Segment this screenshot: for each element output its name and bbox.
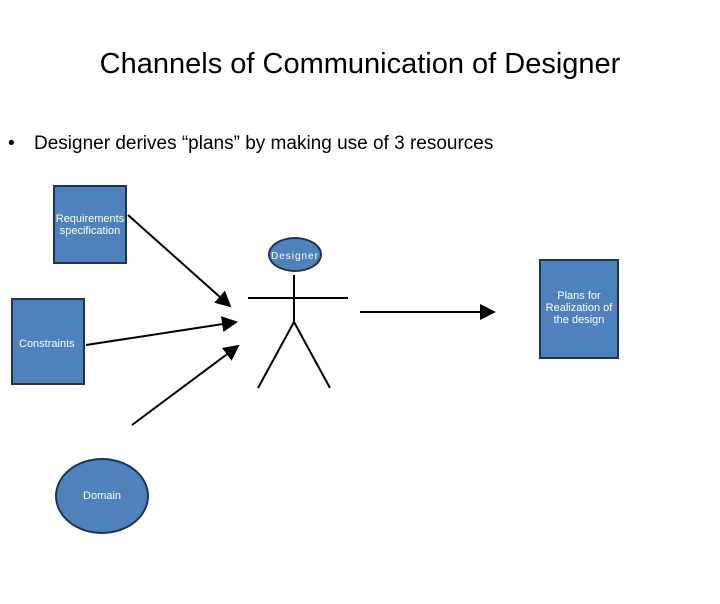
designer-label: Designer — [270, 251, 320, 262]
bullet-point: • Designer derives “plans” by making use … — [8, 133, 493, 155]
requirements-label: Requirements specification — [55, 213, 125, 237]
constraints-label: Constraints — [19, 338, 75, 350]
constraints-box: Constraints — [11, 298, 85, 385]
arrow-constraints-to-designer — [85, 316, 238, 346]
plans-box: Plans for Realization of the design — [539, 259, 619, 359]
requirements-specification-box: Requirements specification — [53, 185, 127, 264]
slide-title: Channels of Communication of Designer — [99, 48, 621, 80]
arrow-domain-to-designer — [131, 344, 240, 426]
bullet-icon: • — [8, 133, 15, 154]
domain-knowledge-ellipse: Domain knowledge — [55, 458, 149, 574]
arrow-requirements-to-designer — [127, 214, 232, 308]
designer-oval: Designer — [268, 237, 322, 272]
plans-label: Plans for Realization of the design — [545, 290, 613, 326]
bullet-text: Designer derives “plans” by making use o… — [34, 133, 494, 154]
diagram-canvas — [85, 214, 496, 426]
designer-figure — [248, 275, 348, 389]
